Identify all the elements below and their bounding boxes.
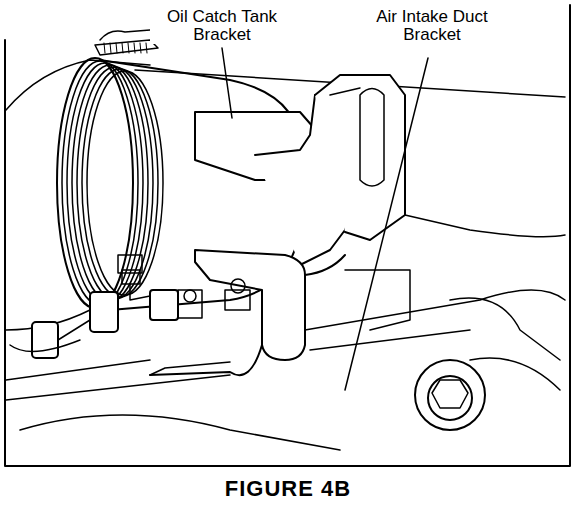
illustration-stroke <box>110 43 111 53</box>
figure-caption: FIGURE 4B <box>225 476 351 502</box>
illustration-stroke <box>128 43 129 53</box>
illustration-stroke <box>100 30 150 40</box>
illustration-stroke <box>231 279 245 293</box>
illustration-stroke <box>195 250 305 360</box>
illustration-stroke <box>95 40 158 55</box>
illustration-stroke <box>6 360 150 380</box>
hose-ridge <box>77 67 153 299</box>
illustration-stroke <box>470 358 560 390</box>
illustration-stroke <box>428 376 472 420</box>
illustration-stroke <box>330 88 360 95</box>
hose-ridge <box>82 69 158 297</box>
illustration-stroke <box>90 292 118 332</box>
illustration-stroke <box>150 345 262 375</box>
illustration-stroke <box>305 290 565 330</box>
illustration-stroke <box>6 375 230 400</box>
illustration-stroke <box>146 43 147 53</box>
illustration-stroke <box>104 43 147 53</box>
illustration-stroke <box>345 58 428 390</box>
illustration-stroke <box>116 43 117 53</box>
illustration-stroke <box>20 415 340 450</box>
illustration-stroke <box>310 330 470 350</box>
illustration-stroke <box>345 270 410 330</box>
illustration-stroke <box>140 43 141 53</box>
illustration-stroke <box>32 322 58 358</box>
illustration-stroke <box>130 284 150 300</box>
illustration-stroke <box>104 43 105 53</box>
illustration-stroke <box>432 380 468 408</box>
illustration-stroke <box>415 360 485 430</box>
illustration-stroke <box>315 75 405 240</box>
illustration-stroke <box>405 215 565 237</box>
illustration-stroke <box>62 61 163 305</box>
illustration-stroke <box>122 43 123 53</box>
illustration-stroke <box>360 89 384 187</box>
illustration-stroke <box>184 290 196 302</box>
illustration-stroke <box>225 290 250 310</box>
illustration-stroke <box>150 290 178 320</box>
part-label: Oil Catch Tank Bracket <box>150 8 294 44</box>
hose-ridge <box>87 71 163 295</box>
illustration-stroke <box>222 48 232 118</box>
illustration-stroke <box>10 340 80 351</box>
illustration-stroke <box>305 255 345 275</box>
illustration-stroke <box>450 298 560 360</box>
hose-ridge <box>67 63 143 303</box>
illustration-stroke <box>5 5 570 466</box>
hose-ridge <box>72 65 148 301</box>
part-label: Air Intake Duct Bracket <box>360 8 504 44</box>
illustration-stroke <box>134 43 135 53</box>
illustration-stroke <box>122 270 140 284</box>
illustration-stroke <box>150 362 230 375</box>
illustration-stroke <box>58 320 90 340</box>
illustration-stroke <box>178 290 202 318</box>
